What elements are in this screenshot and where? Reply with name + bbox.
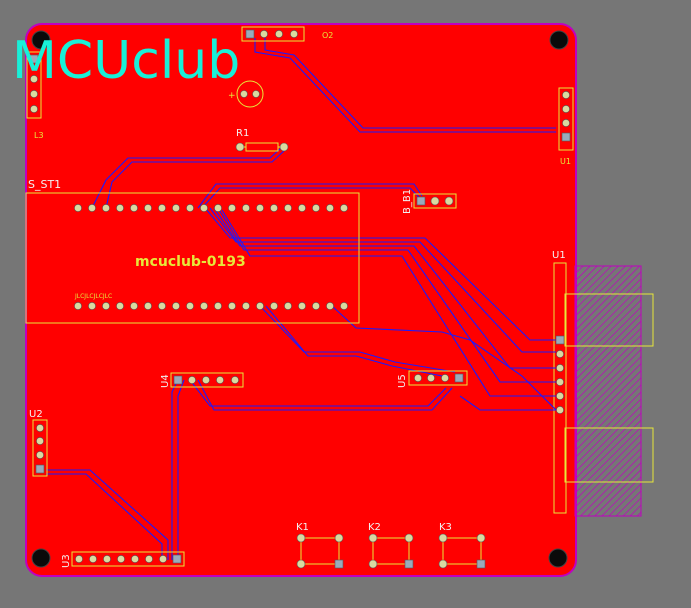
stm-top-pad <box>284 204 292 212</box>
brand-logo: MCUclub <box>12 31 240 91</box>
switch-k3: K3 <box>438 522 486 569</box>
stm-top-pad <box>242 204 250 212</box>
u3-pad <box>145 555 153 563</box>
top-header-label: O2 <box>322 31 333 40</box>
stm-bottom-pad <box>326 302 334 310</box>
right-header-label: U1 <box>560 157 571 166</box>
s-st1-top-pins <box>74 204 348 212</box>
stm-bottom-pad <box>200 302 208 310</box>
r1-label: R1 <box>236 128 249 139</box>
stm-top-pad <box>186 204 194 212</box>
s-st1-outline <box>25 192 360 324</box>
switch-k2: K2 <box>368 522 414 569</box>
u4-label: U4 <box>160 374 171 388</box>
s-st1-bottom-pins <box>74 302 348 310</box>
board-outline <box>25 23 577 577</box>
u3-header: U3 <box>61 551 185 568</box>
u2-label: U2 <box>29 409 43 420</box>
u3-pad <box>89 555 97 563</box>
s-st1-label: S_ST1 <box>28 178 61 191</box>
u4-header: U4 <box>160 372 244 388</box>
project-label: mcuclub-0193 <box>135 254 246 270</box>
stm-top-pad <box>158 204 166 212</box>
switch-k1: K1 <box>296 522 344 569</box>
stm-top-pad <box>88 204 96 212</box>
stm-top-pad <box>256 204 264 212</box>
stm-top-pad <box>340 204 348 212</box>
mounting-holes <box>31 30 569 568</box>
stm-top-pad <box>312 204 320 212</box>
stm-top-pad <box>228 204 236 212</box>
stm-top-pad <box>326 204 334 212</box>
stm-bottom-pad <box>158 302 166 310</box>
right-header: U1 <box>558 87 574 166</box>
top-header-o2: O2 <box>241 26 333 42</box>
stm-top-pad <box>298 204 306 212</box>
stm-bottom-pad <box>256 302 264 310</box>
stm-bottom-pad <box>270 302 278 310</box>
stm-bottom-pad <box>102 302 110 310</box>
k3-label: K3 <box>439 522 452 533</box>
stm-marks: JLCJLCJLCJLC <box>74 293 112 300</box>
stm-top-pad <box>214 204 222 212</box>
stm-bottom-pad <box>340 302 348 310</box>
traces <box>46 38 558 560</box>
b-b1-header: B_B1 <box>402 189 457 214</box>
stm-bottom-pad <box>144 302 152 310</box>
u3-pad <box>131 555 139 563</box>
u3-pad <box>159 555 167 563</box>
u3-label: U3 <box>61 554 72 568</box>
u3-pad <box>117 555 125 563</box>
stm-bottom-pad <box>186 302 194 310</box>
u1-connector-keepout <box>553 262 654 517</box>
r1-resistor: R1 <box>235 128 289 152</box>
stm-top-pad <box>116 204 124 212</box>
stm-bottom-pad <box>130 302 138 310</box>
stm-bottom-pad <box>214 302 222 310</box>
stm-bottom-pad <box>74 302 82 310</box>
left-header-label: L3 <box>34 131 44 140</box>
stm-top-pad <box>172 204 180 212</box>
u3-pad <box>103 555 111 563</box>
stm-top-pad <box>144 204 152 212</box>
stm-top-pad <box>102 204 110 212</box>
u5-label: U5 <box>397 374 408 388</box>
svg-text:+: + <box>228 91 236 101</box>
stm-top-pad <box>130 204 138 212</box>
k1-label: K1 <box>296 522 309 533</box>
stm-bottom-pad <box>88 302 96 310</box>
stm-bottom-pad <box>228 302 236 310</box>
u3-pad <box>172 554 182 564</box>
left-header-l3: L3 <box>26 51 44 140</box>
b-b1-label: B_B1 <box>402 189 413 214</box>
stm-bottom-pad <box>284 302 292 310</box>
k2-label: K2 <box>368 522 381 533</box>
u2-header: U2 <box>29 409 48 477</box>
stm-bottom-pad <box>172 302 180 310</box>
stm-bottom-pad <box>298 302 306 310</box>
u1-connector: U1 <box>552 250 566 414</box>
stm-bottom-pad <box>312 302 320 310</box>
buzzer: + <box>228 80 264 108</box>
stm-top-pad <box>74 204 82 212</box>
stm-top-pad <box>270 204 278 212</box>
u5-header: U5 <box>397 370 468 388</box>
stm-bottom-pad <box>242 302 250 310</box>
stm-top-pad <box>200 204 208 212</box>
u3-pad <box>75 555 83 563</box>
u1-label: U1 <box>552 250 566 261</box>
stm-bottom-pad <box>116 302 124 310</box>
